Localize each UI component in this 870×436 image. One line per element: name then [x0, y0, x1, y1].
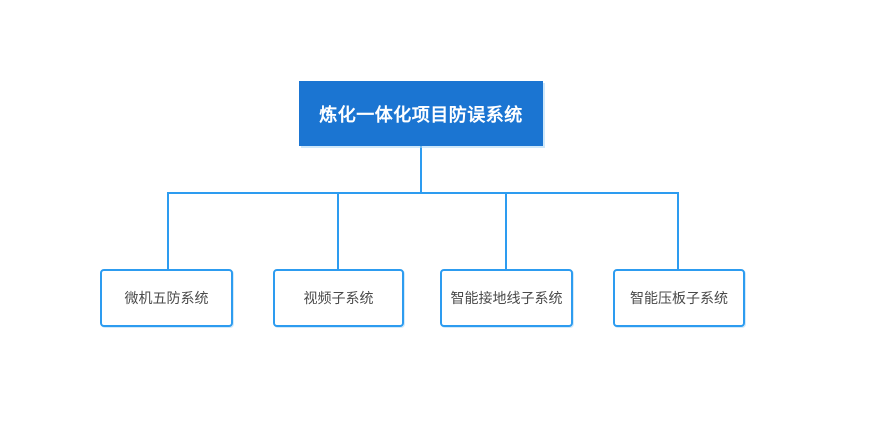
child-node-pressure-plate[interactable]: 智能压板子系统 — [613, 269, 745, 327]
root-node[interactable]: 炼化一体化项目防误系统 — [299, 81, 543, 146]
root-node-label: 炼化一体化项目防误系统 — [319, 104, 523, 125]
child-node-video[interactable]: 视频子系统 — [273, 269, 404, 327]
connector-drop-child-2 — [337, 192, 339, 270]
connector-drop-child-1 — [167, 192, 169, 270]
connector-root-vertical — [420, 146, 422, 193]
child-node-wujifangwu[interactable]: 微机五防系统 — [100, 269, 233, 327]
child-node-label: 智能接地线子系统 — [450, 290, 563, 306]
connector-drop-child-4 — [677, 192, 679, 270]
child-node-label: 智能压板子系统 — [630, 290, 728, 306]
child-node-grounding-wire[interactable]: 智能接地线子系统 — [440, 269, 573, 327]
connector-horizontal-rail — [167, 192, 679, 194]
child-node-label: 视频子系统 — [303, 290, 374, 306]
child-node-label: 微机五防系统 — [124, 290, 209, 306]
connector-drop-child-3 — [505, 192, 507, 270]
